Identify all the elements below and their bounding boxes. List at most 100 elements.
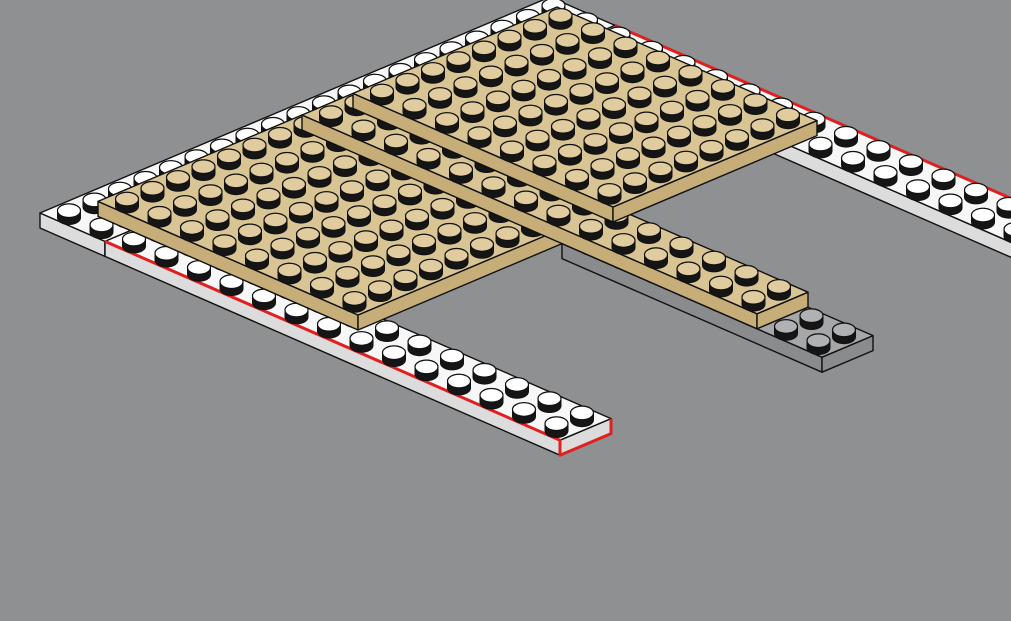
stud xyxy=(501,141,524,162)
stud xyxy=(283,178,306,199)
stud xyxy=(710,276,733,297)
stud xyxy=(513,403,536,424)
stud xyxy=(628,87,651,108)
stud xyxy=(482,177,505,198)
stud xyxy=(703,251,726,272)
stud xyxy=(584,134,607,155)
stud xyxy=(833,323,856,344)
stud xyxy=(376,321,399,342)
stud xyxy=(538,70,561,91)
stud xyxy=(213,235,236,256)
stud xyxy=(580,220,603,241)
stud xyxy=(413,234,436,255)
stud xyxy=(336,267,359,288)
stud xyxy=(809,137,832,158)
stud xyxy=(677,262,700,283)
stud xyxy=(506,378,529,399)
stud xyxy=(621,62,644,83)
stud xyxy=(243,138,266,159)
stud xyxy=(533,155,556,176)
stud xyxy=(512,80,535,101)
stud xyxy=(431,199,454,220)
stud xyxy=(269,128,292,149)
stud xyxy=(735,265,758,286)
stud xyxy=(538,392,561,413)
stud xyxy=(842,152,865,173)
stud xyxy=(385,134,408,155)
stud xyxy=(454,77,477,98)
stud xyxy=(775,320,798,341)
stud xyxy=(719,105,742,126)
stud xyxy=(232,199,255,220)
stud xyxy=(505,55,528,76)
stud xyxy=(712,80,735,101)
stud xyxy=(461,102,484,123)
stud xyxy=(582,23,605,44)
stud xyxy=(526,130,549,151)
stud xyxy=(559,145,582,166)
stud xyxy=(420,259,443,280)
stud xyxy=(304,252,327,273)
stud xyxy=(278,263,301,284)
stud xyxy=(362,256,385,277)
stud xyxy=(473,41,496,62)
stud xyxy=(744,94,767,115)
stud xyxy=(487,91,510,112)
stud xyxy=(199,185,222,206)
stud xyxy=(670,237,693,258)
stud xyxy=(742,291,765,312)
stud xyxy=(408,335,431,356)
stud xyxy=(320,106,343,127)
stud xyxy=(471,238,494,259)
stud xyxy=(297,227,320,248)
stud xyxy=(498,30,521,51)
stud xyxy=(610,123,633,144)
stud xyxy=(308,167,331,188)
stud xyxy=(417,149,440,170)
stud xyxy=(383,346,406,367)
stud xyxy=(900,155,923,176)
stud xyxy=(403,99,426,120)
stud xyxy=(603,98,626,119)
stud xyxy=(369,281,392,302)
stud xyxy=(181,221,204,242)
stud xyxy=(290,203,313,224)
stud xyxy=(874,166,897,187)
stud xyxy=(250,163,273,184)
stud xyxy=(429,88,452,109)
stud xyxy=(447,52,470,73)
stud xyxy=(399,184,422,205)
stud xyxy=(450,163,473,184)
stud xyxy=(768,280,791,301)
stud xyxy=(225,174,248,195)
stud xyxy=(58,204,81,225)
stud xyxy=(322,217,345,238)
stud xyxy=(174,196,197,217)
stud xyxy=(373,195,396,216)
stud xyxy=(387,245,410,266)
stud xyxy=(480,66,503,87)
stud xyxy=(276,153,299,174)
stud xyxy=(686,91,709,112)
stud xyxy=(116,192,139,213)
stud xyxy=(311,277,334,298)
stud xyxy=(301,142,324,163)
stud xyxy=(649,162,672,183)
stud xyxy=(751,119,774,140)
stud xyxy=(972,208,995,229)
stud xyxy=(647,51,670,72)
stud xyxy=(654,76,677,97)
stud xyxy=(257,188,280,209)
stud xyxy=(700,141,723,162)
stud xyxy=(480,388,503,409)
stud xyxy=(348,206,371,227)
stud xyxy=(635,112,658,133)
stud xyxy=(556,34,579,55)
stud xyxy=(675,151,698,172)
stud xyxy=(415,360,438,381)
stud xyxy=(591,159,614,180)
stud xyxy=(406,209,429,230)
stud xyxy=(524,19,547,40)
stud xyxy=(638,223,661,244)
